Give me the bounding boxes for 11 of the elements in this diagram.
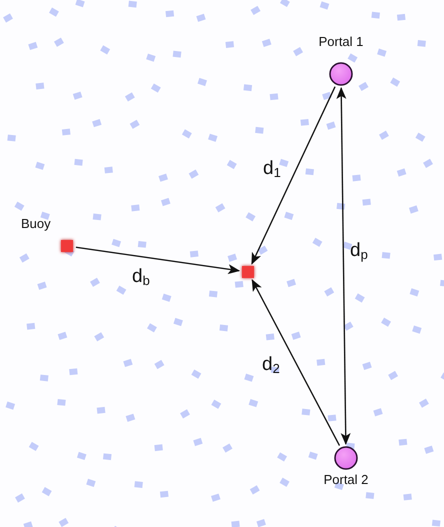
arrow [251, 86, 336, 265]
node-label: Buoy [21, 216, 52, 232]
edge-label: d$_{2}$ [262, 354, 280, 376]
arrow [252, 279, 340, 446]
edge-label: d$_{p}$ [350, 240, 368, 262]
arrow [336, 87, 351, 445]
node-label: Portal 1 [318, 34, 364, 50]
edge-label: d$_{b}$ [132, 266, 150, 288]
edge-label: d$_{1}$ [263, 158, 281, 180]
node-label: Portal 2 [322, 472, 370, 488]
arrow [76, 246, 240, 274]
